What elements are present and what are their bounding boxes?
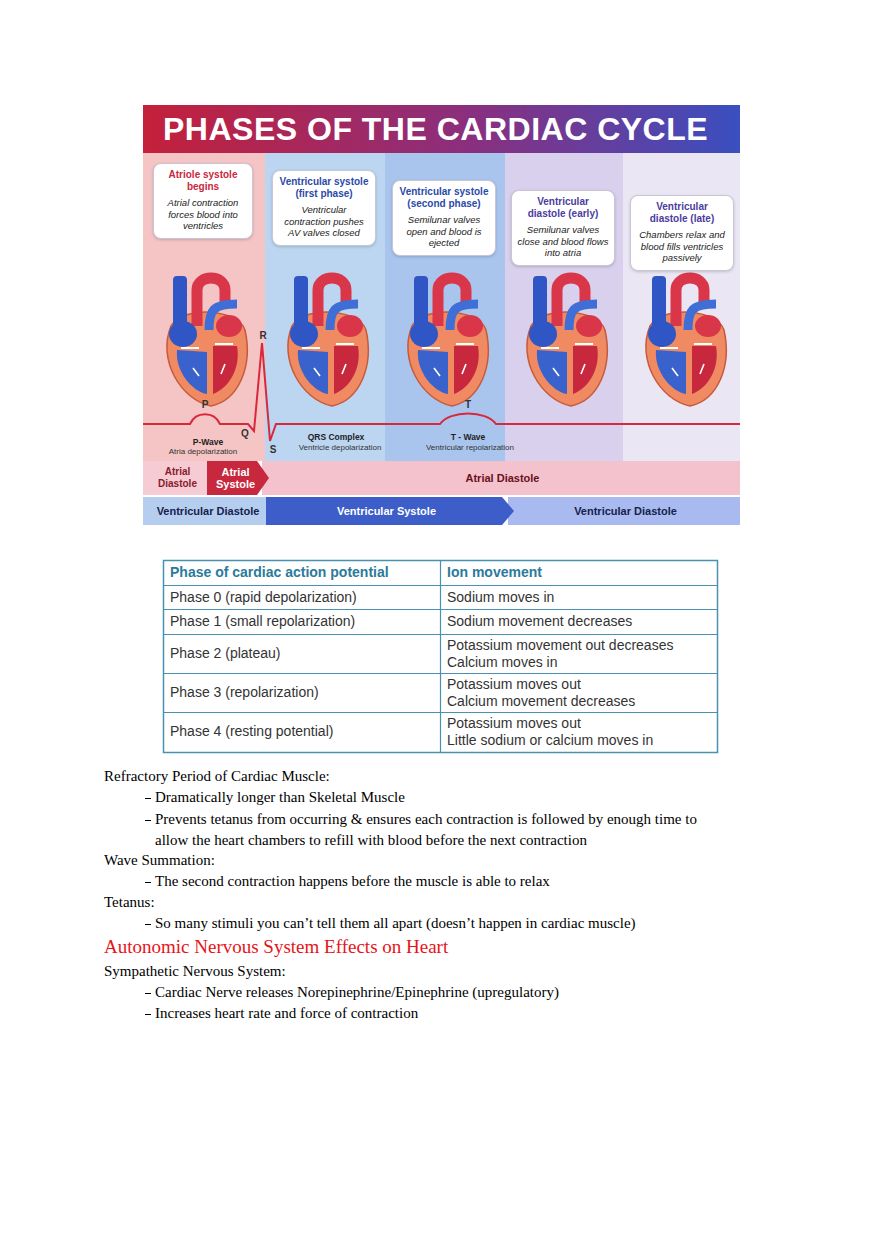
table-cell: Potassium moves out xyxy=(447,715,581,732)
ecg-peak: T xyxy=(465,399,471,410)
timeline-label: Atrial Diastole xyxy=(466,472,540,484)
infographic-title: PHASES OF THE CARDIAC CYCLE xyxy=(163,109,708,149)
note-bullet: So many stimuli you can’t tell them all … xyxy=(155,913,636,934)
ecg-peak: R xyxy=(259,330,266,341)
ecg-peak: P xyxy=(202,399,209,410)
phase-band: Atrial Diastole xyxy=(262,461,740,495)
phase-heading: Ventricular systole (first phase) xyxy=(278,176,370,200)
timeline-label: Ventricular Systole xyxy=(337,505,436,517)
phase-callout: Ventricular diastole (early) Semilunar va… xyxy=(511,190,615,266)
phase-heading: Atriole systole begins xyxy=(159,169,247,193)
note-bullet: The second contraction happens before th… xyxy=(155,871,550,892)
ecg-wave-name: QRS Complex xyxy=(308,432,365,442)
note-heading: Sympathetic Nervous System: xyxy=(104,961,286,982)
phase-heading: Ventricular diastole (late) xyxy=(636,201,728,225)
ecg-wave-note: Ventricle depolarization xyxy=(299,443,382,453)
table-cell: Potassium movement out decreases xyxy=(447,637,673,654)
phase-heading: Ventricular diastole (early) xyxy=(517,196,609,220)
phase-description: Atrial contraction forces blood into ven… xyxy=(159,197,247,232)
phase-description: Chambers relax and blood fills ventricle… xyxy=(636,229,728,264)
note-heading: Refractory Period of Cardiac Muscle: xyxy=(104,766,330,787)
phase-band: Ventricular Systole xyxy=(266,497,514,525)
table-header: Ion movement xyxy=(447,564,542,581)
phase-description: Semilunar valves open and blood is eject… xyxy=(398,214,490,249)
note-bullet: Increases heart rate and force of contra… xyxy=(155,1003,418,1024)
note-bullet: Cardiac Nerve releases Norepinephrine/Ep… xyxy=(155,982,559,1003)
ecg-wave-note: Atria depolarization xyxy=(169,447,237,457)
phase-callout: Ventricular systole (first phase) Ventric… xyxy=(272,170,376,246)
phase-heading: Ventricular systole (second phase) xyxy=(398,186,490,210)
section-heading: Autonomic Nervous System Effects on Hear… xyxy=(104,935,448,958)
table-cell: Phase 2 (plateau) xyxy=(170,645,281,662)
phase-callout: Atriole systole beginsAtrial contraction… xyxy=(153,163,253,239)
phase-description: Ventricular contraction pushes AV valves… xyxy=(278,204,370,239)
timeline-label: Atrial Systole xyxy=(210,466,261,490)
ecg-peak: Q xyxy=(241,428,249,439)
timeline-label: Ventricular Diastole xyxy=(157,505,260,517)
table-cell: Phase 3 (repolarization) xyxy=(170,684,319,701)
table-cell: Potassium moves out xyxy=(447,676,581,693)
table-cell: Sodium moves in xyxy=(447,589,554,606)
ecg-wave-name: P-Wave xyxy=(193,437,223,447)
phase-band: Ventricular Diastole xyxy=(508,497,740,525)
timeline-label: Ventricular Diastole xyxy=(574,505,677,517)
phase-description: Semilunar valves close and blood flows i… xyxy=(517,224,609,259)
phase-band: Atrial Systole xyxy=(207,461,269,495)
note-heading: Tetanus: xyxy=(104,892,155,913)
phase-callout: Ventricular diastole (late) Chambers rela… xyxy=(630,195,734,271)
table-cell: Little sodium or calcium moves in xyxy=(447,732,653,749)
table-cell: Phase 0 (rapid depolarization) xyxy=(170,589,357,606)
ecg-wave-note: Ventricular repolarization xyxy=(426,443,514,453)
phase-band: Atrial Diastole xyxy=(143,461,209,495)
ecg-wave-name: T - Wave xyxy=(451,432,486,442)
table-header: Phase of cardiac action potential xyxy=(170,564,389,581)
ecg-peak: S xyxy=(270,444,277,455)
table-cell: Phase 4 (resting potential) xyxy=(170,723,333,740)
note-bullet: Prevents tetanus from occurring & ensure… xyxy=(155,809,717,851)
timeline-label: Atrial Diastole xyxy=(146,466,209,490)
table-cell: Calcium moves in xyxy=(447,654,557,671)
note-heading: Wave Summation: xyxy=(104,850,215,871)
table-cell: Phase 1 (small repolarization) xyxy=(170,613,355,630)
note-bullet: Dramatically longer than Skeletal Muscle xyxy=(155,787,405,808)
table-cell: Calcium movement decreases xyxy=(447,693,635,710)
table-cell: Sodium movement decreases xyxy=(447,613,632,630)
phase-band: Ventricular Diastole xyxy=(143,497,270,525)
phase-callout: Ventricular systole (second phase) Semilu… xyxy=(392,180,496,256)
